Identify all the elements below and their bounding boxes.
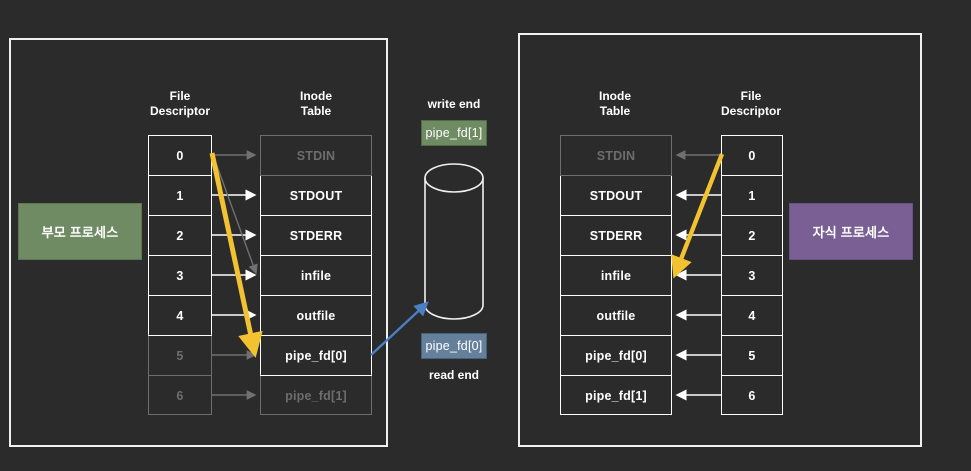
pipe-cylinder (424, 163, 484, 320)
parent-fd-table-row: 5 (148, 336, 212, 376)
child-inode-table-row: pipe_fd[1] (585, 389, 647, 403)
pipe-read-end-label: read end (428, 368, 479, 382)
parent-fd-table-row: 1 (148, 176, 212, 216)
parent-process-box: 부모 프로세스 (18, 203, 142, 260)
parent-inode-table-row: pipe_fd[0] (260, 336, 372, 376)
child-panel (518, 33, 922, 447)
parent-panel (9, 38, 388, 447)
child-inode-table-row: pipe_fd[0] (560, 336, 672, 376)
child-inode-table-row: STDERR (560, 216, 672, 256)
parent-fd-table-row: 2 (148, 216, 212, 256)
child-inode-table-row: STDIN (560, 136, 672, 176)
child-inode-table-row: STDOUT (560, 176, 672, 216)
child-fd-table-row: 4 (721, 296, 783, 336)
parent-process-label: 부모 프로세스 (41, 225, 119, 240)
pipe-fd-write-badge: pipe_fd[1] (421, 120, 487, 146)
parent-inode-table-row: STDOUT (260, 176, 372, 216)
parent-fd-table-row: 3 (148, 256, 212, 296)
child-fd-header: File Descriptor (720, 89, 782, 118)
child-fd-table-row: 5 (721, 336, 783, 376)
pipe-write-end-label: write end (427, 97, 481, 111)
child-process-label: 자식 프로세스 (812, 225, 890, 240)
parent-inode-table-row: STDERR (260, 216, 372, 256)
child-fd-table-row: 0 (721, 136, 783, 176)
parent-inode-table-row: infile (260, 256, 372, 296)
child-process-box: 자식 프로세스 (789, 203, 913, 260)
parent-fd-table-row: 4 (148, 296, 212, 336)
parent-fd-header: File Descriptor (149, 89, 211, 118)
child-fd-table-row: 2 (721, 216, 783, 256)
child-inode-table-row: infile (560, 256, 672, 296)
parent-inode-table-row: STDIN (260, 136, 372, 176)
parent-fd-table-row: 0 (148, 136, 212, 176)
child-inode-table-row: outfile (560, 296, 672, 336)
parent-inode-table-row: outfile (260, 296, 372, 336)
child-fd-table-row: 1 (721, 176, 783, 216)
parent-inode-table-row: pipe_fd[1] (285, 389, 347, 403)
child-inode-header: Inode Table (599, 89, 631, 118)
child-fd-table-row: 3 (721, 256, 783, 296)
child-fd-table-row: 6 (748, 389, 756, 403)
parent-fd-table-row: 6 (176, 389, 184, 403)
parent-inode-header: Inode Table (300, 89, 332, 118)
pipe-fd-read-badge: pipe_fd[0] (421, 333, 487, 359)
